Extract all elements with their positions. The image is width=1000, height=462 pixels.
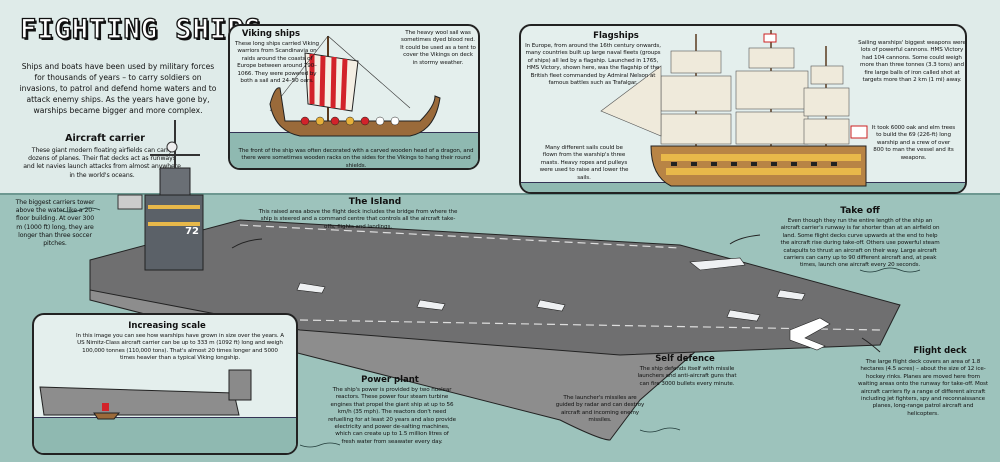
- island-heading: The Island: [348, 197, 402, 207]
- aircraft-carrier-heading: Aircraft carrier: [65, 133, 145, 144]
- viking-ships-panel: Viking ships These long ships carried Vi…: [228, 24, 480, 170]
- viking-bottom-note: The front of the ship was often decorate…: [238, 148, 474, 169]
- take-off-heading: Take off: [840, 206, 880, 216]
- island-superstructure: [117, 120, 204, 271]
- missiles-note: The launcher's missiles are guided by ra…: [555, 395, 645, 424]
- size-comparison-illustration: [39, 369, 252, 420]
- page-title: FIGHTING SHIPS: [19, 13, 262, 45]
- hms-victory-illustration: [600, 30, 868, 187]
- flagships-panel: Flagships In Europe, from around the 16t…: [519, 24, 967, 194]
- power-plant-text: The ship's power is provided by two nucl…: [328, 387, 456, 445]
- viking-sail-note: The heavy wool sail was sometimes dyed b…: [400, 30, 476, 66]
- flagships-cannons-note: Sailing warships' biggest weapons were l…: [858, 40, 966, 83]
- power-plant-heading: Power plant: [361, 375, 419, 385]
- flagships-heading: Flagships: [593, 31, 639, 41]
- flagships-sails-note: Many different sails could be flown from…: [539, 145, 629, 181]
- island-text: This raised area above the flight deck i…: [258, 209, 458, 230]
- self-defence-heading: Self defence: [655, 354, 715, 364]
- increasing-scale-heading: Increasing scale: [128, 321, 206, 331]
- viking-longship-illustration: [269, 35, 441, 137]
- flight-deck-heading: Flight deck: [913, 346, 967, 356]
- horizon-line: [0, 193, 1000, 195]
- increasing-scale-text: In this image you can see how warships h…: [75, 333, 285, 362]
- self-defence-text: The ship defends itself with missile lau…: [637, 366, 737, 387]
- increasing-scale-panel: Increasing scale In this image you can s…: [32, 313, 298, 455]
- flagships-trees-note: It took 6000 oak and elm trees to build …: [871, 125, 956, 161]
- flagships-text: In Europe, from around the 16th century …: [525, 43, 661, 86]
- viking-ships-text: These long ships carried Viking warriors…: [234, 41, 320, 84]
- flight-deck-text: The large flight deck covers an area of …: [858, 359, 988, 417]
- aircraft-carrier-text: These giant modern floating airfields ca…: [23, 147, 181, 179]
- intro-text: Ships and boats have been used by milita…: [19, 62, 217, 115]
- carrier-height-note: The biggest carriers tower above the wat…: [15, 199, 95, 247]
- viking-ships-heading: Viking ships: [241, 29, 301, 39]
- take-off-text: Even though they run the entire length o…: [780, 218, 940, 269]
- hull-number: 72: [185, 226, 199, 237]
